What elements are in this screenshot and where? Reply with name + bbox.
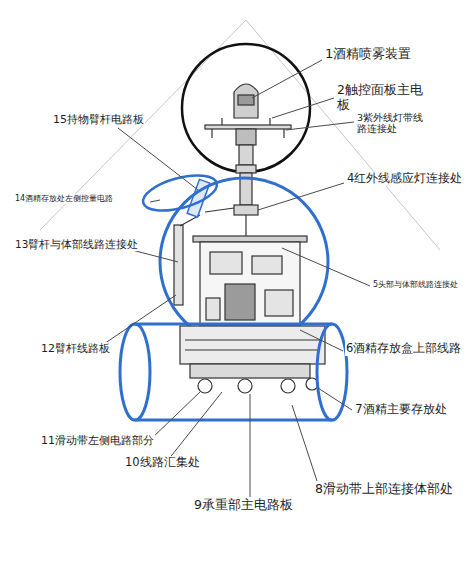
callout-label: 15持物臂杆电路板 bbox=[52, 113, 145, 126]
leader-line bbox=[258, 183, 344, 210]
guide-line bbox=[246, 20, 440, 250]
leader-line bbox=[168, 392, 222, 460]
leader-line bbox=[282, 248, 370, 286]
guide-lines bbox=[40, 20, 440, 250]
body-part bbox=[206, 298, 220, 320]
neck-pole bbox=[245, 215, 246, 236]
leader-line bbox=[292, 405, 318, 484]
leader-line bbox=[250, 394, 251, 500]
leader-line bbox=[150, 392, 200, 440]
leader-line bbox=[286, 122, 354, 130]
neck-joint bbox=[234, 205, 258, 215]
spray-device bbox=[205, 84, 291, 145]
arm-pole bbox=[174, 225, 183, 305]
head-circle bbox=[182, 44, 310, 172]
leader-line bbox=[132, 250, 178, 262]
body-part bbox=[252, 256, 282, 274]
body-frame bbox=[200, 242, 300, 326]
callout-label: 13臂杆与体部线路连接处 bbox=[14, 238, 139, 251]
cylinder-end bbox=[317, 324, 347, 420]
spray-head bbox=[234, 84, 258, 118]
plate-leg bbox=[211, 129, 212, 138]
cylinder-bottom bbox=[135, 419, 332, 422]
callout-label: 11滑动带左侧电路部分 bbox=[40, 434, 155, 447]
alcohol-box bbox=[225, 284, 255, 320]
plate-post bbox=[221, 118, 222, 125]
plate-leg bbox=[283, 129, 284, 138]
base-line bbox=[185, 349, 320, 350]
callout-label: 12臂杆线路板 bbox=[40, 342, 111, 355]
cylinder-end bbox=[120, 324, 150, 420]
leader-line bbox=[98, 295, 176, 348]
callout-label: 1酒精喷雾装置 bbox=[324, 46, 412, 62]
wheel bbox=[198, 379, 212, 393]
callout-label: 7酒精主要存放处 bbox=[354, 402, 448, 416]
body-top-plate bbox=[193, 236, 307, 242]
body-part bbox=[210, 252, 242, 274]
leader-line bbox=[150, 200, 160, 202]
callout-label: 6酒精存放盒上部线路 bbox=[345, 342, 462, 356]
neck bbox=[234, 145, 258, 236]
callout-label: 3紫外线灯带线 路连接处 bbox=[356, 112, 426, 135]
arm-link bbox=[205, 208, 234, 212]
neck-segment bbox=[239, 145, 253, 165]
base bbox=[180, 326, 325, 393]
callout-label: 8滑动带上部连接体部处 bbox=[314, 481, 454, 496]
neck-joint bbox=[236, 165, 256, 173]
highlight-cylinder bbox=[120, 324, 347, 420]
base-line bbox=[185, 339, 320, 340]
callout-label: 14酒精存放处左侧控量电路 bbox=[14, 194, 114, 204]
callout-label: 2触控面板主电 板 bbox=[336, 82, 430, 112]
leader-line bbox=[118, 128, 198, 190]
cylinder-top bbox=[135, 323, 332, 326]
callout-label: 9承重部主电路板 bbox=[193, 497, 294, 512]
leader-line bbox=[272, 98, 334, 118]
nozzle bbox=[238, 95, 254, 105]
leader-line bbox=[252, 60, 322, 98]
leader-line bbox=[300, 330, 343, 351]
body bbox=[193, 236, 307, 326]
leader-line bbox=[318, 388, 352, 410]
plate-post bbox=[269, 118, 270, 125]
wheel bbox=[238, 379, 252, 393]
chassis bbox=[190, 364, 310, 378]
mount-base bbox=[236, 129, 256, 145]
mount-plate bbox=[205, 125, 291, 129]
callout-label: 10线路汇集处 bbox=[124, 456, 201, 470]
callout-label: 4红外线感应灯连接处 bbox=[346, 172, 463, 186]
callout-label: 5头部与体部线路连接处 bbox=[372, 280, 459, 290]
body-part bbox=[265, 290, 293, 316]
highlight-circle bbox=[160, 178, 328, 346]
wheel bbox=[281, 379, 295, 393]
